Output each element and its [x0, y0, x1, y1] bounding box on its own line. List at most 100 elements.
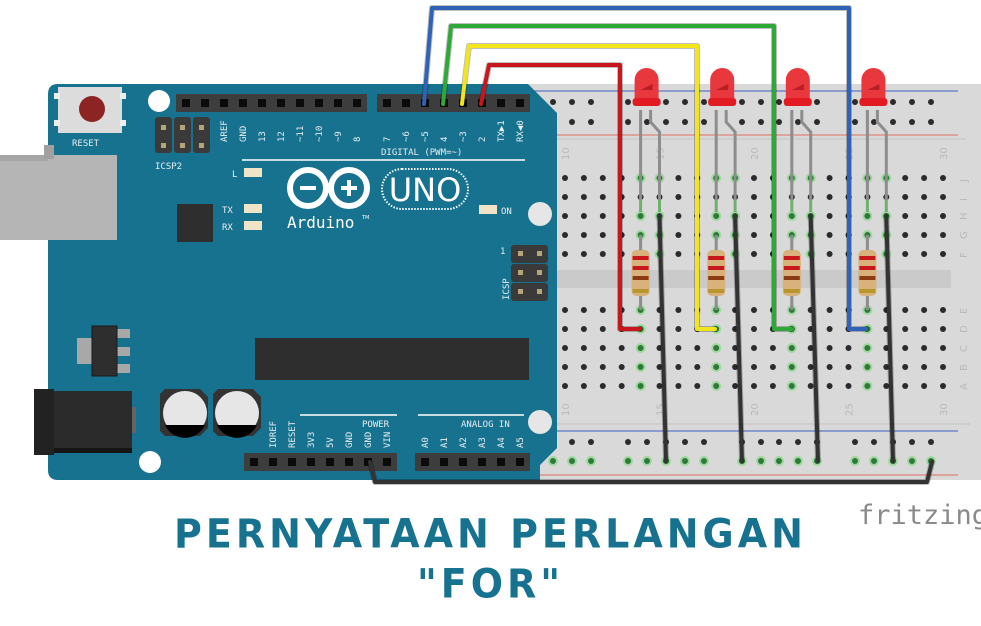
breadboard-hole[interactable] — [675, 232, 682, 238]
rail-hole[interactable] — [550, 99, 556, 105]
header-pin[interactable] — [250, 458, 258, 466]
breadboard-hole[interactable] — [599, 326, 606, 332]
rail-hole[interactable] — [625, 99, 631, 105]
led-red[interactable] — [785, 68, 810, 104]
rail-hole[interactable] — [699, 456, 709, 466]
header-pin[interactable] — [315, 99, 323, 107]
rail-hole[interactable] — [680, 456, 690, 466]
rail-hole[interactable] — [548, 456, 558, 466]
rail-hole[interactable] — [644, 439, 650, 445]
header-pin[interactable] — [440, 458, 448, 466]
breadboard-hole[interactable] — [732, 345, 739, 351]
breadboard-hole[interactable] — [694, 364, 701, 370]
breadboard-hole[interactable] — [751, 175, 757, 181]
breadboard-hole[interactable] — [807, 364, 814, 370]
rail-hole[interactable] — [663, 99, 669, 105]
breadboard-hole[interactable] — [751, 326, 757, 332]
breadboard-hole[interactable] — [940, 326, 946, 332]
breadboard-hole[interactable] — [921, 307, 928, 313]
header-pin[interactable] — [288, 458, 296, 466]
rail-hole[interactable] — [890, 119, 896, 125]
breadboard-hole[interactable] — [656, 364, 663, 370]
rail-hole[interactable] — [586, 456, 596, 466]
breadboard-hole[interactable] — [732, 383, 739, 389]
rail-hole[interactable] — [909, 99, 915, 105]
rail-hole[interactable] — [852, 439, 858, 445]
breadboard-hole[interactable] — [711, 343, 722, 353]
breadboard-hole[interactable] — [845, 364, 852, 370]
breadboard-hole[interactable] — [902, 251, 909, 257]
breadboard-hole[interactable] — [826, 213, 833, 219]
breadboard-hole[interactable] — [826, 232, 833, 238]
resistor[interactable] — [631, 250, 650, 296]
rail-hole[interactable] — [909, 119, 915, 125]
breadboard-hole[interactable] — [786, 211, 797, 221]
breadboard-hole[interactable] — [862, 381, 873, 391]
breadboard-hole[interactable] — [562, 213, 568, 219]
header-pin[interactable] — [239, 99, 247, 107]
breadboard-hole[interactable] — [618, 364, 625, 370]
breadboard-hole[interactable] — [656, 383, 663, 389]
breadboard-hole[interactable] — [862, 343, 873, 353]
breadboard-hole[interactable] — [751, 307, 757, 313]
rail-hole[interactable] — [625, 439, 631, 445]
rail-hole[interactable] — [928, 99, 934, 105]
breadboard-hole[interactable] — [845, 383, 852, 389]
breadboard-hole[interactable] — [845, 345, 852, 351]
rail-hole[interactable] — [890, 99, 896, 105]
rail-hole[interactable] — [569, 119, 575, 125]
breadboard-hole[interactable] — [807, 345, 814, 351]
breadboard-hole[interactable] — [807, 383, 814, 389]
breadboard-hole[interactable] — [599, 345, 606, 351]
breadboard-hole[interactable] — [826, 175, 833, 181]
breadboard-hole[interactable] — [599, 307, 606, 313]
breadboard-hole[interactable] — [580, 345, 587, 351]
rail-hole[interactable] — [776, 119, 782, 125]
breadboard-hole[interactable] — [921, 326, 928, 332]
breadboard-hole[interactable] — [562, 364, 568, 370]
breadboard-hole[interactable] — [751, 364, 757, 370]
header-pin[interactable] — [269, 458, 277, 466]
rail-hole[interactable] — [756, 456, 766, 466]
breadboard-hole[interactable] — [599, 194, 606, 200]
breadboard-hole[interactable] — [580, 194, 587, 200]
breadboard-hole[interactable] — [940, 175, 946, 181]
led-red[interactable] — [634, 68, 659, 104]
rail-hole[interactable] — [758, 119, 764, 125]
breadboard-hole[interactable] — [562, 194, 568, 200]
rail-hole[interactable] — [793, 456, 803, 466]
led-red[interactable] — [710, 68, 735, 104]
breadboard-hole[interactable] — [826, 364, 833, 370]
breadboard-hole[interactable] — [902, 307, 909, 313]
breadboard-hole[interactable] — [940, 364, 946, 370]
rail-hole[interactable] — [642, 456, 652, 466]
header-pin[interactable] — [383, 458, 391, 466]
breadboard-hole[interactable] — [883, 364, 890, 370]
header-pin[interactable] — [516, 99, 524, 107]
breadboard-hole[interactable] — [883, 383, 890, 389]
rail-hole[interactable] — [907, 456, 917, 466]
breadboard-hole[interactable] — [786, 381, 797, 391]
wire-red-pin2[interactable] — [479, 63, 642, 331]
breadboard-hole[interactable] — [921, 194, 928, 200]
breadboard-hole[interactable] — [940, 345, 946, 351]
wire-black-ground[interactable] — [884, 214, 895, 463]
breadboard-hole[interactable] — [921, 251, 928, 257]
breadboard-hole[interactable] — [921, 364, 928, 370]
breadboard-hole[interactable] — [902, 326, 909, 332]
breadboard-hole[interactable] — [580, 364, 587, 370]
breadboard-hole[interactable] — [826, 326, 833, 332]
rail-hole[interactable] — [682, 99, 688, 105]
breadboard-hole[interactable] — [675, 251, 682, 257]
rail-hole[interactable] — [588, 99, 594, 105]
rail-hole[interactable] — [776, 99, 782, 105]
breadboard-hole[interactable] — [635, 343, 646, 353]
breadboard-hole[interactable] — [562, 175, 568, 181]
breadboard-hole[interactable] — [562, 345, 568, 351]
breadboard-hole[interactable] — [940, 194, 946, 200]
rail-hole[interactable] — [569, 99, 575, 105]
breadboard-hole[interactable] — [635, 362, 646, 372]
header-pin[interactable] — [497, 99, 505, 107]
breadboard-hole[interactable] — [902, 232, 909, 238]
rail-hole[interactable] — [909, 439, 915, 445]
